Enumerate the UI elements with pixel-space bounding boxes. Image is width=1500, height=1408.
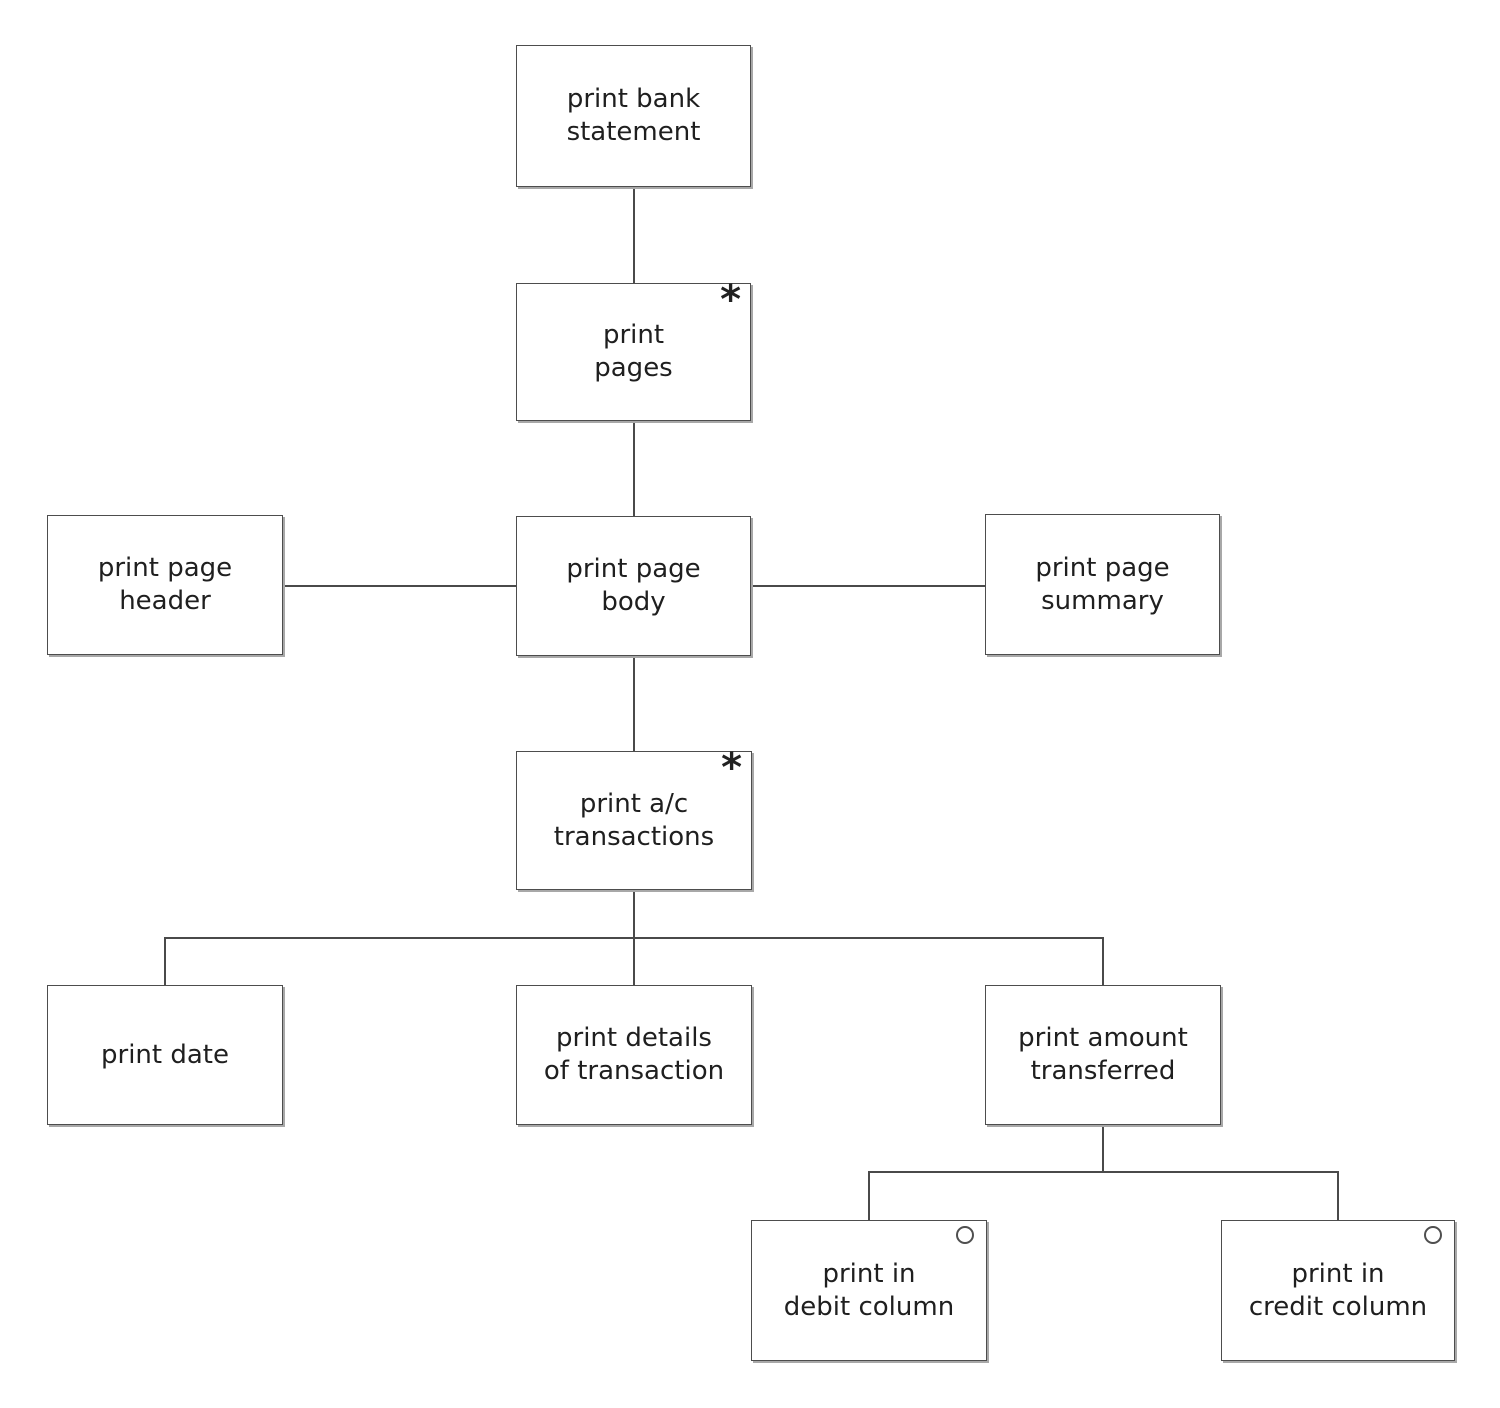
node-label: print bank statement	[566, 84, 701, 147]
connector-header-to-body	[283, 585, 516, 587]
node-print-page-summary: print page summary	[985, 514, 1220, 655]
node-label: print page header	[97, 553, 233, 616]
node-label: print a/c transactions	[553, 788, 715, 852]
node-label: print page body	[566, 554, 701, 617]
node-print-page-body: print page body	[516, 516, 751, 656]
node-label: print page summary	[1035, 552, 1170, 616]
node-print-page-header: print page header	[47, 515, 283, 655]
connector-amount-stem	[1102, 1125, 1104, 1173]
iteration-asterisk-marker: *	[720, 277, 741, 323]
node-print-in-debit-column: print in debit column	[751, 1220, 987, 1361]
node-print-details-of-transaction: print details of transaction	[516, 985, 752, 1125]
connector-body-to-summary	[751, 585, 985, 587]
node-print-ac-transactions: * print a/c transactions	[516, 745, 752, 890]
selection-circle-icon	[1424, 1226, 1442, 1244]
connector-drop-date	[164, 937, 166, 985]
connector-amount-branch-bar	[868, 1171, 1339, 1173]
node-label: print pages	[594, 320, 673, 383]
node-print-bank-statement: print bank statement	[516, 45, 751, 187]
connector-body-to-ac-transactions	[633, 656, 635, 751]
node-print-date: print date	[47, 985, 283, 1125]
connector-ac-branch-bar	[164, 937, 1104, 939]
node-print-pages: * print pages	[516, 277, 751, 421]
node-label: print in credit column	[1248, 1258, 1428, 1322]
connector-drop-debit	[868, 1171, 870, 1220]
node-print-in-credit-column: print in credit column	[1221, 1220, 1455, 1361]
selection-circle-icon	[956, 1226, 974, 1244]
node-print-amount-transferred: print amount transferred	[985, 985, 1221, 1125]
connector-drop-amount	[1102, 937, 1104, 985]
connector-drop-credit	[1337, 1171, 1339, 1220]
iteration-asterisk-marker: *	[721, 745, 742, 791]
connector-bank-to-pages	[633, 187, 635, 283]
connector-pages-to-body	[633, 421, 635, 516]
node-label: print details of transaction	[543, 1023, 725, 1086]
node-label: print amount transferred	[1018, 1023, 1188, 1086]
node-label: print date	[101, 1039, 229, 1070]
node-label: print in debit column	[783, 1258, 955, 1322]
